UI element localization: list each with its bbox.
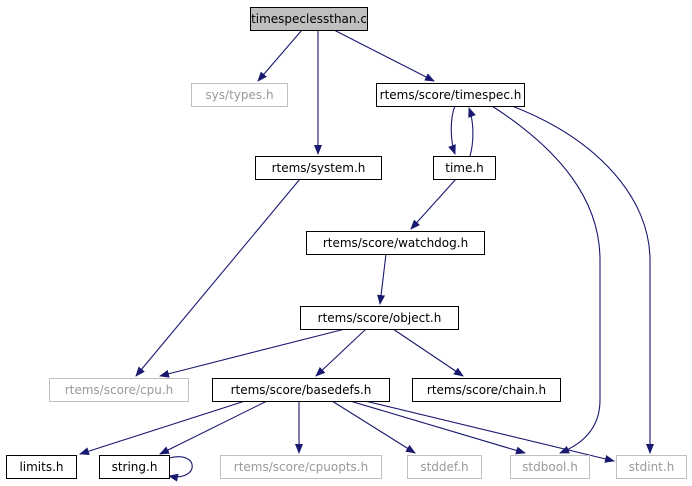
edge-root-to-timespec	[333, 29, 435, 82]
edge-object-to-basedefs	[315, 328, 367, 377]
node-chain[interactable]: rtems/score/chain.h	[412, 378, 561, 402]
node-time[interactable]: time.h	[433, 156, 496, 180]
node-label-time: time.h	[445, 161, 484, 175]
node-label-cpu: rtems/score/cpu.h	[65, 383, 174, 397]
node-timespec[interactable]: rtems/score/timespec.h	[376, 83, 525, 107]
edge-root-to-systypes	[257, 29, 303, 82]
node-box-time[interactable]	[433, 156, 496, 180]
node-box-chain[interactable]	[412, 378, 561, 402]
node-string[interactable]: string.h	[99, 455, 170, 479]
node-box-timespec[interactable]	[376, 83, 525, 107]
node-watchdog[interactable]: rtems/score/watchdog.h	[306, 231, 485, 255]
nodes-layer: timespeclessthan.c sys/types.h rtems/score…	[6, 7, 687, 479]
edge-object-to-cpu	[159, 328, 346, 378]
node-box-limits[interactable]	[6, 455, 77, 479]
edge-basedefs-to-stdbool	[349, 400, 526, 455]
node-label-timespec: rtems/score/timespec.h	[380, 88, 522, 102]
node-box-cpu[interactable]	[49, 378, 189, 402]
node-object[interactable]: rtems/score/object.h	[300, 306, 459, 330]
node-box-watchdog[interactable]	[306, 231, 485, 255]
node-label-stdbool: stdbool.h	[522, 460, 578, 474]
node-label-chain: rtems/score/chain.h	[427, 383, 546, 397]
node-label-limits: limits.h	[19, 460, 63, 474]
node-label-stdint: stdint.h	[629, 460, 675, 474]
node-stddef[interactable]: stddef.h	[407, 455, 482, 479]
edge-time-to-timespec	[468, 107, 476, 157]
node-label-object: rtems/score/object.h	[318, 311, 442, 325]
edge-basedefs-to-string	[159, 400, 268, 455]
node-systypes[interactable]: sys/types.h	[191, 83, 288, 107]
edge-timespec-to-stdbool	[491, 105, 601, 454]
node-box-string[interactable]	[99, 455, 170, 479]
node-label-system: rtems/system.h	[272, 161, 366, 175]
node-box-cpuopts[interactable]	[220, 455, 382, 479]
node-label-cpuopts: rtems/score/cpuopts.h	[234, 460, 368, 474]
edge-time-to-watchdog	[410, 178, 457, 230]
node-label-systypes: sys/types.h	[205, 88, 273, 102]
node-box-basedefs[interactable]	[212, 378, 390, 402]
edge-basedefs-to-stdint	[364, 400, 615, 463]
edge-object-to-chain	[392, 328, 464, 377]
node-stdint[interactable]: stdint.h	[616, 455, 687, 479]
edge-timespec-to-stdint	[511, 105, 654, 454]
node-label-basedefs: rtems/score/basedefs.h	[231, 383, 372, 397]
edge-string-to-string	[168, 456, 193, 482]
node-box-stdint[interactable]	[616, 455, 687, 479]
node-box-systypes[interactable]	[191, 83, 288, 107]
node-box-stddef[interactable]	[407, 455, 482, 479]
node-label-watchdog: rtems/score/watchdog.h	[323, 236, 468, 250]
node-label-string: string.h	[112, 460, 158, 474]
node-box-root[interactable]	[250, 7, 368, 31]
node-cpuopts[interactable]: rtems/score/cpuopts.h	[220, 455, 382, 479]
node-stdbool[interactable]: stdbool.h	[510, 455, 590, 479]
edge-system-to-cpu	[135, 178, 301, 377]
node-label-stddef: stddef.h	[420, 460, 468, 474]
node-box-system[interactable]	[255, 156, 382, 180]
edge-basedefs-to-stddef	[331, 400, 416, 454]
edge-watchdog-to-object	[377, 253, 387, 305]
edge-basedefs-to-limits	[79, 400, 246, 456]
node-system[interactable]: rtems/system.h	[255, 156, 382, 180]
node-cpu[interactable]: rtems/score/cpu.h	[49, 378, 189, 402]
node-box-stdbool[interactable]	[510, 455, 590, 479]
node-label-root: timespeclessthan.c	[251, 12, 367, 26]
node-limits[interactable]: limits.h	[6, 455, 77, 479]
node-box-object[interactable]	[300, 306, 459, 330]
edge-timespec-to-time	[448, 105, 456, 155]
node-root[interactable]: timespeclessthan.c	[250, 7, 368, 31]
node-basedefs[interactable]: rtems/score/basedefs.h	[212, 378, 390, 402]
edges-layer	[79, 29, 654, 482]
